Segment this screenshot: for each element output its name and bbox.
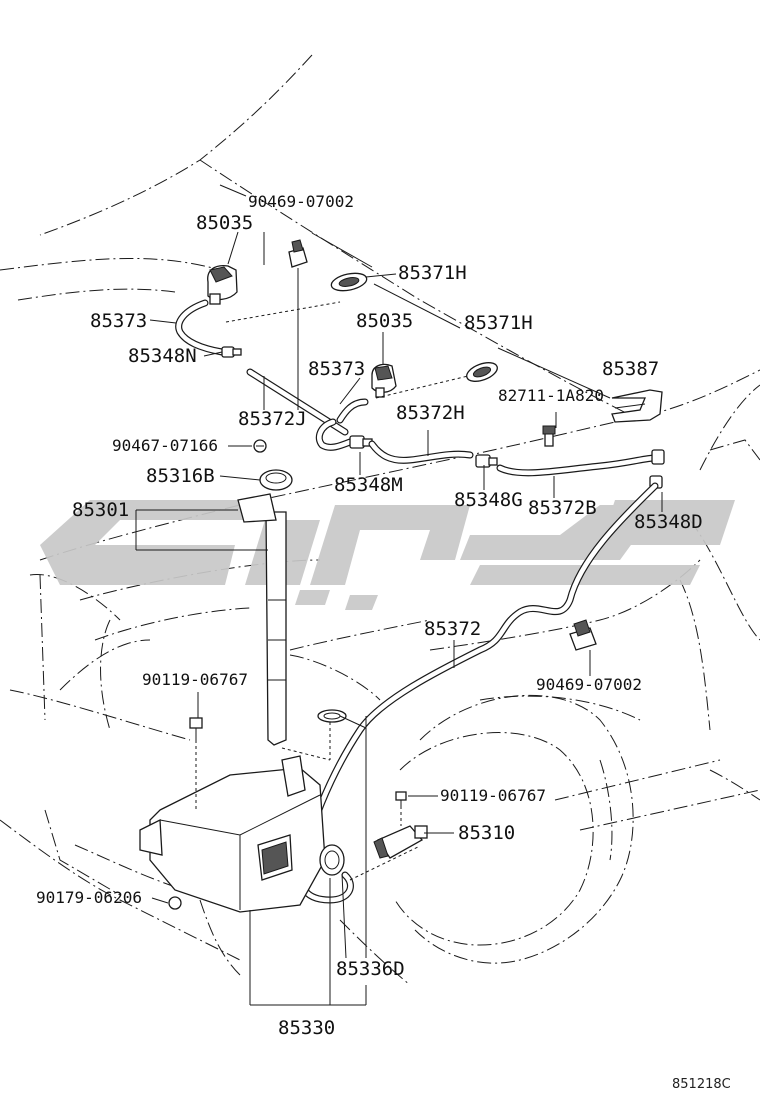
label-85348G: 85348G xyxy=(454,489,523,511)
joint-85348N xyxy=(221,346,242,358)
label-85035-left: 85035 xyxy=(196,212,254,234)
label-85372B: 85372B xyxy=(528,497,597,519)
leader-lines xyxy=(135,184,663,1006)
clip-right xyxy=(569,619,597,651)
joint-85348D xyxy=(649,449,665,489)
label-85372: 85372 xyxy=(424,618,482,640)
label-85373-mid: 85373 xyxy=(308,358,366,380)
label-85330: 85330 xyxy=(278,1017,336,1039)
joint-85348M xyxy=(349,435,373,449)
nut-90179 xyxy=(168,896,182,910)
label-90119-06767-right: 90119-06767 xyxy=(440,786,546,805)
label-85348M: 85348M xyxy=(334,474,403,496)
left-nozzle xyxy=(207,264,238,305)
label-85372J: 85372J xyxy=(238,408,307,430)
label-85373-left: 85373 xyxy=(90,310,148,332)
label-85336D: 85336D xyxy=(336,958,405,980)
clamp-82711 xyxy=(542,425,556,447)
watermark-logo xyxy=(40,500,735,610)
bracket-85387 xyxy=(611,389,663,423)
label-85371H-b: 85371H xyxy=(464,312,533,334)
grommet-b xyxy=(466,362,498,382)
label-85316B: 85316B xyxy=(146,465,215,487)
bolt-left xyxy=(189,717,203,740)
bolt-right xyxy=(395,791,407,806)
clip-top xyxy=(288,239,308,268)
grommet-a xyxy=(330,272,368,292)
label-85301: 85301 xyxy=(72,499,130,521)
label-90467-07166: 90467-07166 xyxy=(112,436,218,455)
joint-85348G xyxy=(475,454,498,468)
vehicle-body-outline xyxy=(0,54,760,986)
washer-pump xyxy=(373,825,428,859)
washer-tank xyxy=(139,439,347,913)
label-85348D: 85348D xyxy=(634,511,703,533)
label-85348N: 85348N xyxy=(128,345,197,367)
label-90119-06767-left: 90119-06767 xyxy=(142,670,248,689)
label-85310: 85310 xyxy=(458,822,516,844)
middle-nozzle xyxy=(371,363,397,398)
label-90469-07002-top: 90469-07002 xyxy=(248,192,354,211)
label-82711-1A820: 82711-1A820 xyxy=(498,386,604,405)
diagram-code: 851218C xyxy=(672,1077,731,1092)
label-85035-mid: 85035 xyxy=(356,310,414,332)
label-85372H: 85372H xyxy=(396,402,465,424)
label-85387: 85387 xyxy=(602,358,660,380)
label-90179-06206: 90179-06206 xyxy=(36,888,142,907)
label-90469-07002-right: 90469-07002 xyxy=(536,675,642,694)
label-85371H-a: 85371H xyxy=(398,262,467,284)
